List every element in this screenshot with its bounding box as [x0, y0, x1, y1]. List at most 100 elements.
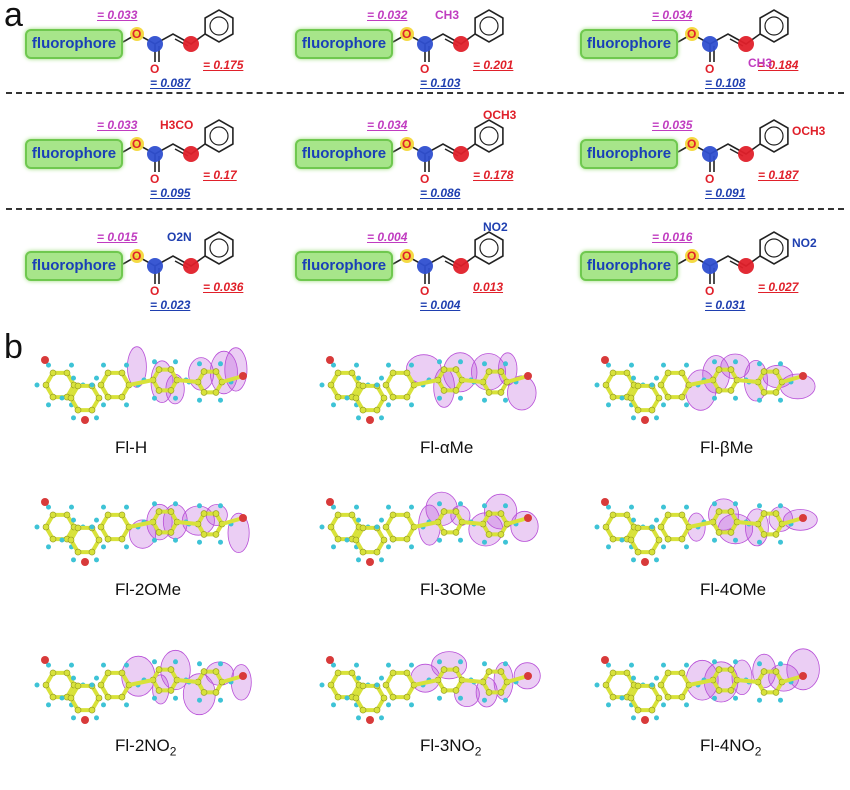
hydrogen-atom: [503, 503, 508, 509]
label-name: αMe: [439, 438, 474, 457]
ester-oxygen-label: O: [132, 137, 142, 151]
hydrogen-atom: [71, 415, 76, 421]
ring-skeleton: [604, 512, 636, 542]
benzene-ring: [759, 9, 789, 43]
hydrogen-atom: [386, 362, 391, 368]
label-prefix: Fl-: [115, 736, 135, 755]
hydrogen-atom: [124, 702, 129, 708]
hydrogen-atom: [733, 659, 738, 665]
label-name: 4NO: [719, 736, 755, 755]
oxygen-atom: [641, 558, 649, 566]
hydrogen-atom: [733, 359, 738, 365]
hydrogen-atom: [197, 539, 202, 545]
hydrogen-atom: [46, 702, 51, 708]
fluorophore-box: fluorophore: [25, 251, 123, 281]
hydrogen-atom: [34, 382, 40, 388]
carbonyl-carbon-marker: [702, 146, 718, 162]
molecule-render: [319, 651, 541, 724]
substituent-label: NO2: [792, 236, 817, 250]
right-value: = 0.027: [758, 280, 799, 294]
ester-oxygen-label: O: [132, 27, 142, 41]
hydrogen-atom: [356, 557, 361, 563]
hydrogen-atom: [712, 359, 717, 365]
benzene-ring: [474, 119, 504, 153]
bottom-value: = 0.091: [705, 186, 746, 200]
hydrogen-atom: [606, 702, 611, 708]
hydrogen-atom: [197, 697, 202, 703]
hydrogen-atom: [654, 557, 659, 563]
hydrogen-atom: [437, 659, 442, 665]
hydrogen-atom: [619, 395, 625, 401]
oxygen-atom: [41, 656, 49, 664]
hydrogen-atom: [374, 382, 380, 388]
hydrogen-atom: [661, 504, 666, 510]
top-value: = 0.016: [652, 230, 693, 244]
oxygen-atom: [239, 514, 247, 522]
hydrogen-atom: [101, 362, 106, 368]
panel-b-letter: b: [4, 328, 23, 366]
hydrogen-atom: [409, 504, 414, 510]
label-name: 4OMe: [719, 580, 767, 599]
hydrogen-atom: [101, 662, 106, 668]
hydrogen-atom: [218, 697, 223, 703]
hydrogen-atom: [649, 524, 655, 530]
carbonyl-oxygen-label: O: [705, 62, 715, 76]
hydrogen-atom: [654, 715, 659, 721]
hydrogen-atom: [89, 682, 95, 688]
ring-skeleton: [99, 370, 131, 400]
ring-skeleton: [69, 525, 101, 555]
ester-oxygen-marker: [400, 249, 414, 263]
carbonyl-carbon-marker: [147, 36, 163, 52]
hydrogen-atom: [778, 661, 783, 667]
hydrogen-atom: [71, 675, 76, 681]
oxygen-atom: [524, 514, 532, 522]
hydrogen-atom: [71, 715, 76, 721]
hydrogen-atom: [458, 659, 463, 665]
hydrogen-atom: [94, 517, 99, 523]
molecule-label: Fl-4OMe: [700, 580, 766, 600]
carbonyl-oxygen-label: O: [420, 62, 430, 76]
hydrogen-atom: [712, 395, 717, 401]
ester-oxygen-label: O: [402, 249, 412, 263]
molecule-label: Fl-3OMe: [420, 580, 486, 600]
hydrogen-atom: [606, 662, 611, 668]
hydrogen-atom: [331, 702, 336, 708]
oxygen-atom: [601, 498, 609, 506]
hydrogen-atom: [482, 503, 487, 509]
hydrogen-atom: [409, 662, 414, 668]
hydrogen-atom: [218, 661, 223, 667]
hydrogen-atom: [386, 402, 391, 408]
hydrogen-atom: [619, 537, 625, 543]
hydrogen-atom: [733, 501, 738, 507]
hydrogen-atom: [152, 395, 157, 401]
orbital-model-6: Fl-4OMe: [575, 482, 845, 632]
label-prefix: Fl-: [700, 580, 720, 599]
substituent-label: CH3: [435, 8, 460, 22]
hydrogen-atom: [684, 504, 689, 510]
benzene-ring: [474, 9, 504, 43]
hydrogen-atom: [46, 544, 51, 550]
hydrogen-atom: [654, 675, 659, 681]
molecule-label: Fl-3NO2: [420, 736, 481, 758]
structure-skeleton: [392, 231, 504, 284]
hydrogen-atom: [503, 361, 508, 367]
hydrogen-atom: [594, 524, 600, 530]
label-prefix: Fl-: [115, 438, 135, 457]
hydrogen-atom: [71, 557, 76, 563]
bottom-value: = 0.087: [150, 76, 191, 90]
hydrogen-atom: [331, 362, 336, 368]
oxygen-atom: [239, 672, 247, 680]
molecule-render: [319, 352, 537, 424]
hydrogen-atom: [503, 397, 508, 403]
hydrogen-atom: [71, 517, 76, 523]
fluorophore-box: fluorophore: [25, 139, 123, 169]
bottom-value: = 0.004: [420, 298, 461, 312]
molecule-render: [34, 649, 252, 724]
orbital-model-8: Fl-3NO2: [300, 640, 570, 790]
hydrogen-atom: [631, 675, 636, 681]
